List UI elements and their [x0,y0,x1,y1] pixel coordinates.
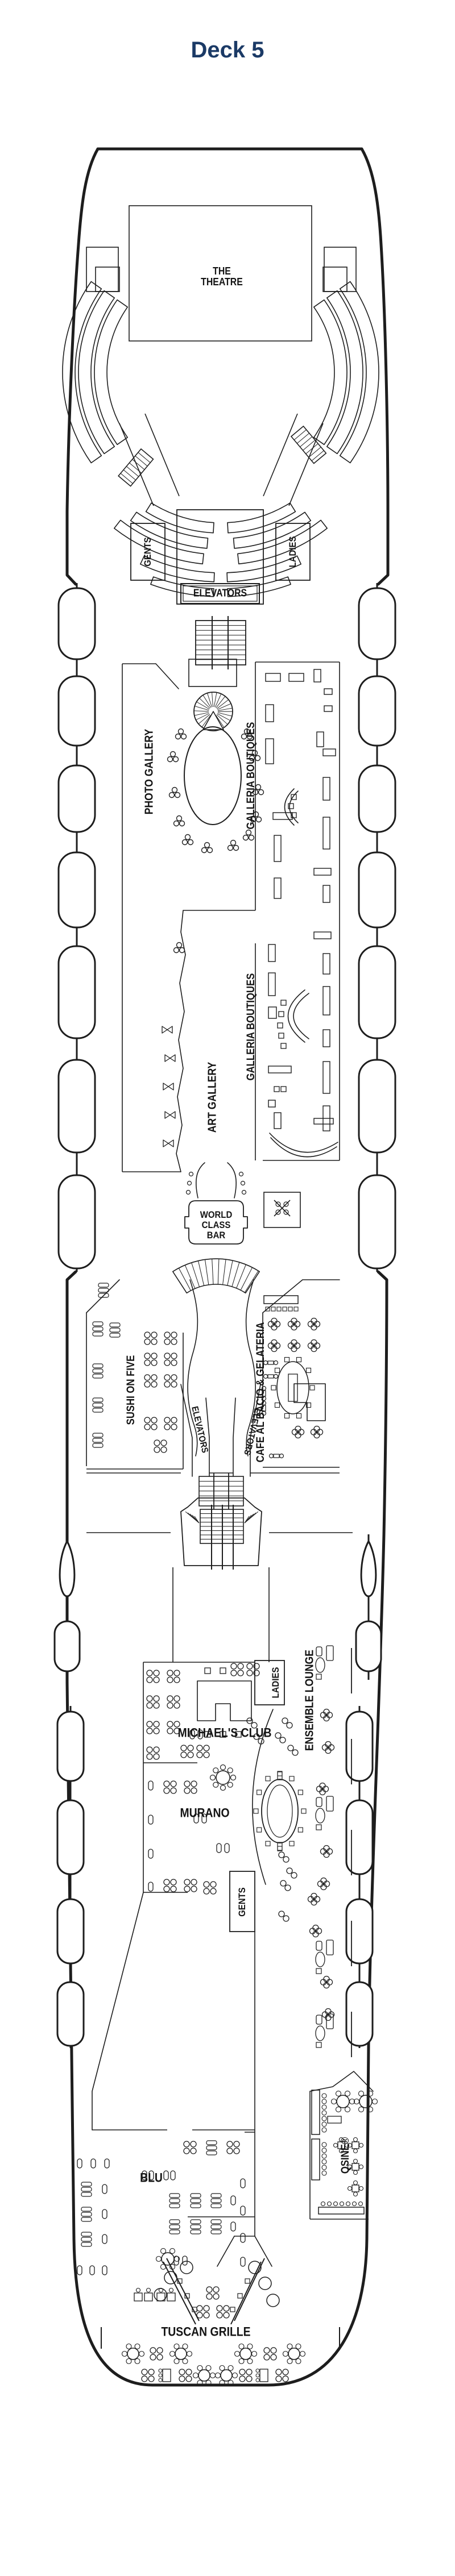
label-murano: MURANO [180,1805,230,1820]
interior-walls [86,509,374,2267]
stairs-fwd [195,616,246,669]
label-gents-aft: GENTS [236,1887,247,1917]
label-qsine: QSINE® [339,2137,351,2174]
qsine-area [311,2090,378,2215]
theatre-seating [62,281,379,597]
label-gents-fwd: GENTS [142,537,153,567]
label-cafe-al-bacio: CAFE AL BACIO & GELATERIA [254,1322,267,1463]
label-sushi-on-five: SUSHI ON FIVE [125,1355,137,1425]
lifeboats [56,587,396,2047]
label-tuscan-grille: TUSCAN GRILLE [161,2324,251,2339]
murano-area [148,1729,307,1895]
world-class-bar-area [172,1162,301,1456]
label-art-gallery: ART GALLERY [206,1062,219,1133]
label-ensemble-lounge: ENSEMBLE LOUNGE [303,1650,316,1751]
tuscan-grille-area [121,2258,306,2386]
label-galleria-boutiques-mid: GALLERIA BOUTIQUES [245,973,257,1081]
mid-elevator-corridors [180,1384,261,1477]
label-blu: BLU [140,2170,163,2185]
atrium-opening [184,726,242,825]
blu-area [77,2140,246,2302]
label-world-class-bar: WORLD CLASS BAR [200,1209,233,1241]
ship-hull-outline [65,147,390,2387]
label-galleria-boutiques-fwd: GALLERIA BOUTIQUES [245,722,257,830]
spiral-stairs-icon [193,692,233,731]
theatre-exit-stairs [118,413,327,506]
label-ladies-aft: LADIES [270,1667,281,1699]
theatre-area [86,205,357,342]
art-gallery-stands [162,1026,176,1147]
stairs-mid-landing [198,1473,244,1509]
label-photo-gallery: PHOTO GALLERY [143,729,156,815]
label-elevators-fwd: ELEVATORS [193,587,247,599]
atrium-tables [167,728,264,954]
label-ladies-fwd: LADIES [287,536,298,568]
sushi-on-five-area [92,1283,177,1453]
cafe-al-bacio-area [261,1295,324,1459]
grand-staircase [180,1497,262,1570]
label-theatre: THE THEATRE [201,265,243,288]
page-title: Deck 5 [191,37,264,63]
ensemble-lounge-area [246,1645,335,2048]
tender-boats [53,1540,382,1672]
lifeboat-davit-lines [66,583,378,2048]
label-michaels-club: MICHAEL'S CLUB [177,1725,272,1740]
michaels-club-area [146,1663,260,1760]
boutique-fixtures [265,669,338,1158]
